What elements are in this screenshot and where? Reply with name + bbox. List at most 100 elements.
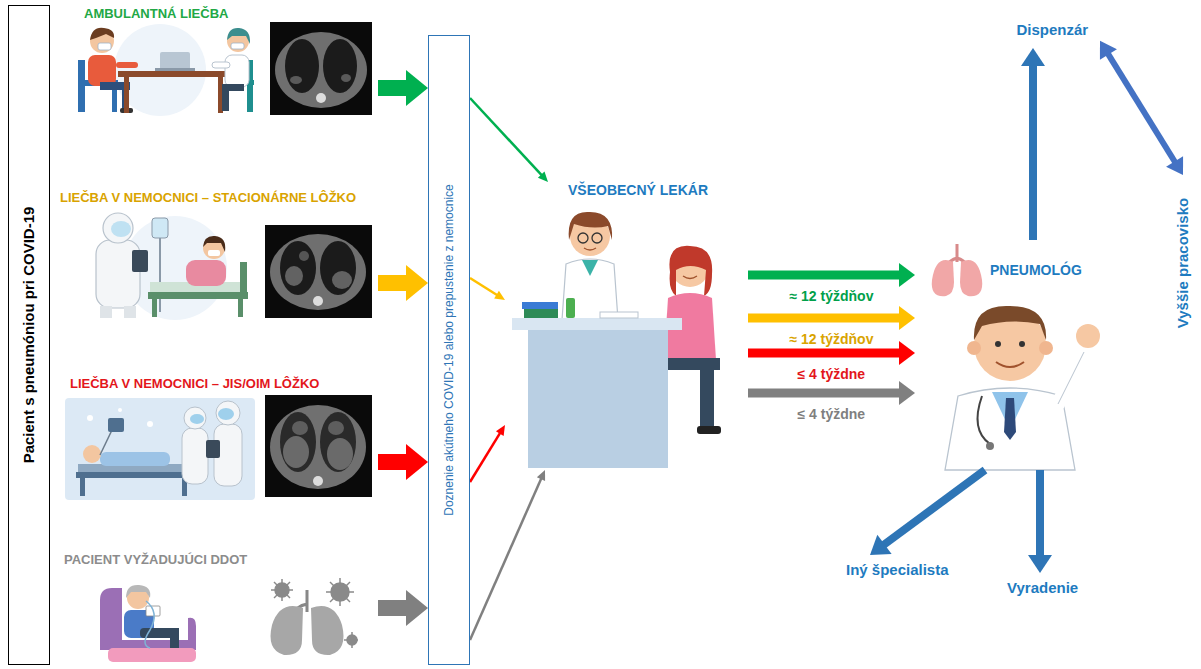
treatment-row: LIEČBA V NEMOCNICI – STACIONÁRNE LÔŽKO [58,188,378,322]
virus-lungs-part-part [274,582,290,598]
icu-scene-part [83,445,101,463]
pulmonologist-figure-part [986,442,994,450]
pulmonologist-figure-part [967,341,981,355]
arrowhead [1100,41,1117,60]
gp-scene-part [562,259,618,320]
outpatient-scene-part [90,28,114,40]
gp-scene-part [700,358,714,428]
lungs-icon-part [932,260,954,296]
outpatient-scene-part [98,43,111,50]
block-arrow [378,444,428,480]
icu-scene-part [80,478,85,496]
pulmonologist-node: PNEUMOLÓG [915,240,1115,470]
ward-scene-part [186,260,226,286]
gp-scene-part [582,260,598,276]
ward-scene-part [124,306,136,318]
ct-scan-mild-part [316,93,326,103]
virus-lungs-part-part [344,639,358,641]
gp-scene-part [528,330,668,468]
connector-line [1108,54,1175,163]
node-title: VŠEOBECNÝ LEKÁR [568,182,708,199]
ct-scan-moderate [265,225,372,318]
ward-scene-part [208,250,220,256]
virus-lungs-part-part [330,582,350,602]
ward-scene-part [152,218,168,238]
connector-line [748,314,900,323]
ct-scan-mild-part [341,74,351,82]
arrowhead [537,470,545,481]
outpatient-scene-part [227,28,250,44]
gp-scene-part [524,309,558,318]
arrowhead [1028,555,1052,573]
icu-scene-part [184,407,206,429]
virus-lungs-part [271,578,358,648]
arrowhead [899,341,915,365]
outcome-text: Vyradenie [1007,579,1078,597]
arrowhead [406,265,428,301]
outpatient-scene-part [116,62,138,68]
gp-scene-part [566,298,575,318]
connector-line [1029,65,1037,240]
gp-scene-part [669,246,712,296]
outcome-text: Dispenzár [1017,21,1089,39]
connector-line [470,98,542,175]
gp-scene-part [578,233,588,243]
band-text: Doznenie akútneho COVID-19 alebo prepust… [442,184,456,516]
edge-label: ≤ 4 týždne [795,366,869,383]
outpatient-scene-part [155,68,195,71]
icu-scene-part [218,408,234,420]
referral-line [470,98,548,182]
icu-scene-part [147,421,153,427]
connector-line [378,80,407,96]
pulmonologist-figure-part [996,362,1024,367]
ward-scene-part [100,306,112,318]
edge-label: ≈ 12 týždňov [787,288,877,305]
gp-scene-part [512,318,682,330]
ct-scan-severe-part [280,412,316,472]
outcome-text: Iný špecialista [846,561,949,579]
icu-scene-part [76,472,190,478]
ward-scene-part [148,292,248,299]
pulmonologist-figure-part [1039,341,1053,355]
oxygen-patient-part [145,601,154,648]
arrowhead [899,306,915,330]
connector-line [378,275,407,291]
icu-scene-part [118,408,122,412]
arrowhead [1021,48,1045,66]
outpatient-scene-part [118,71,228,77]
outcome-node: Iný špecialista [830,555,965,585]
ward-scene-part [238,299,243,317]
gp-scene-part [592,233,602,243]
arrowhead [899,381,915,405]
connector-line [1036,470,1044,556]
arrowhead [406,590,428,626]
arrowhead [1166,156,1183,175]
outpatient-scene-part [225,55,249,87]
ward-scene-part [203,236,225,252]
connector-line [378,600,407,616]
outpatient-scene-part [222,84,229,111]
timing-arrow [748,306,915,330]
connector-line [470,278,497,295]
ct-scan-mild [270,22,372,115]
icu-scene-part [108,418,124,432]
outcome-arrow [870,470,985,555]
arrowhead [538,172,548,182]
outcome-arrow [1028,470,1052,573]
ct-scan-moderate-part [265,225,372,318]
gp-scene-part [600,312,638,318]
ct-scan-severe-part [265,395,372,497]
ward-scene-part [152,299,157,317]
arrowhead [496,425,505,436]
connector-line [378,454,407,470]
ward-scene-part [123,216,227,320]
pulmonologist-figure-part [995,341,1001,347]
connector-line [748,271,900,280]
ct-scan-severe-part [320,412,356,472]
oxygen-patient-part [126,585,150,598]
node-title: PNEUMOLÓG [990,262,1082,279]
gp-scene-part [522,302,558,309]
